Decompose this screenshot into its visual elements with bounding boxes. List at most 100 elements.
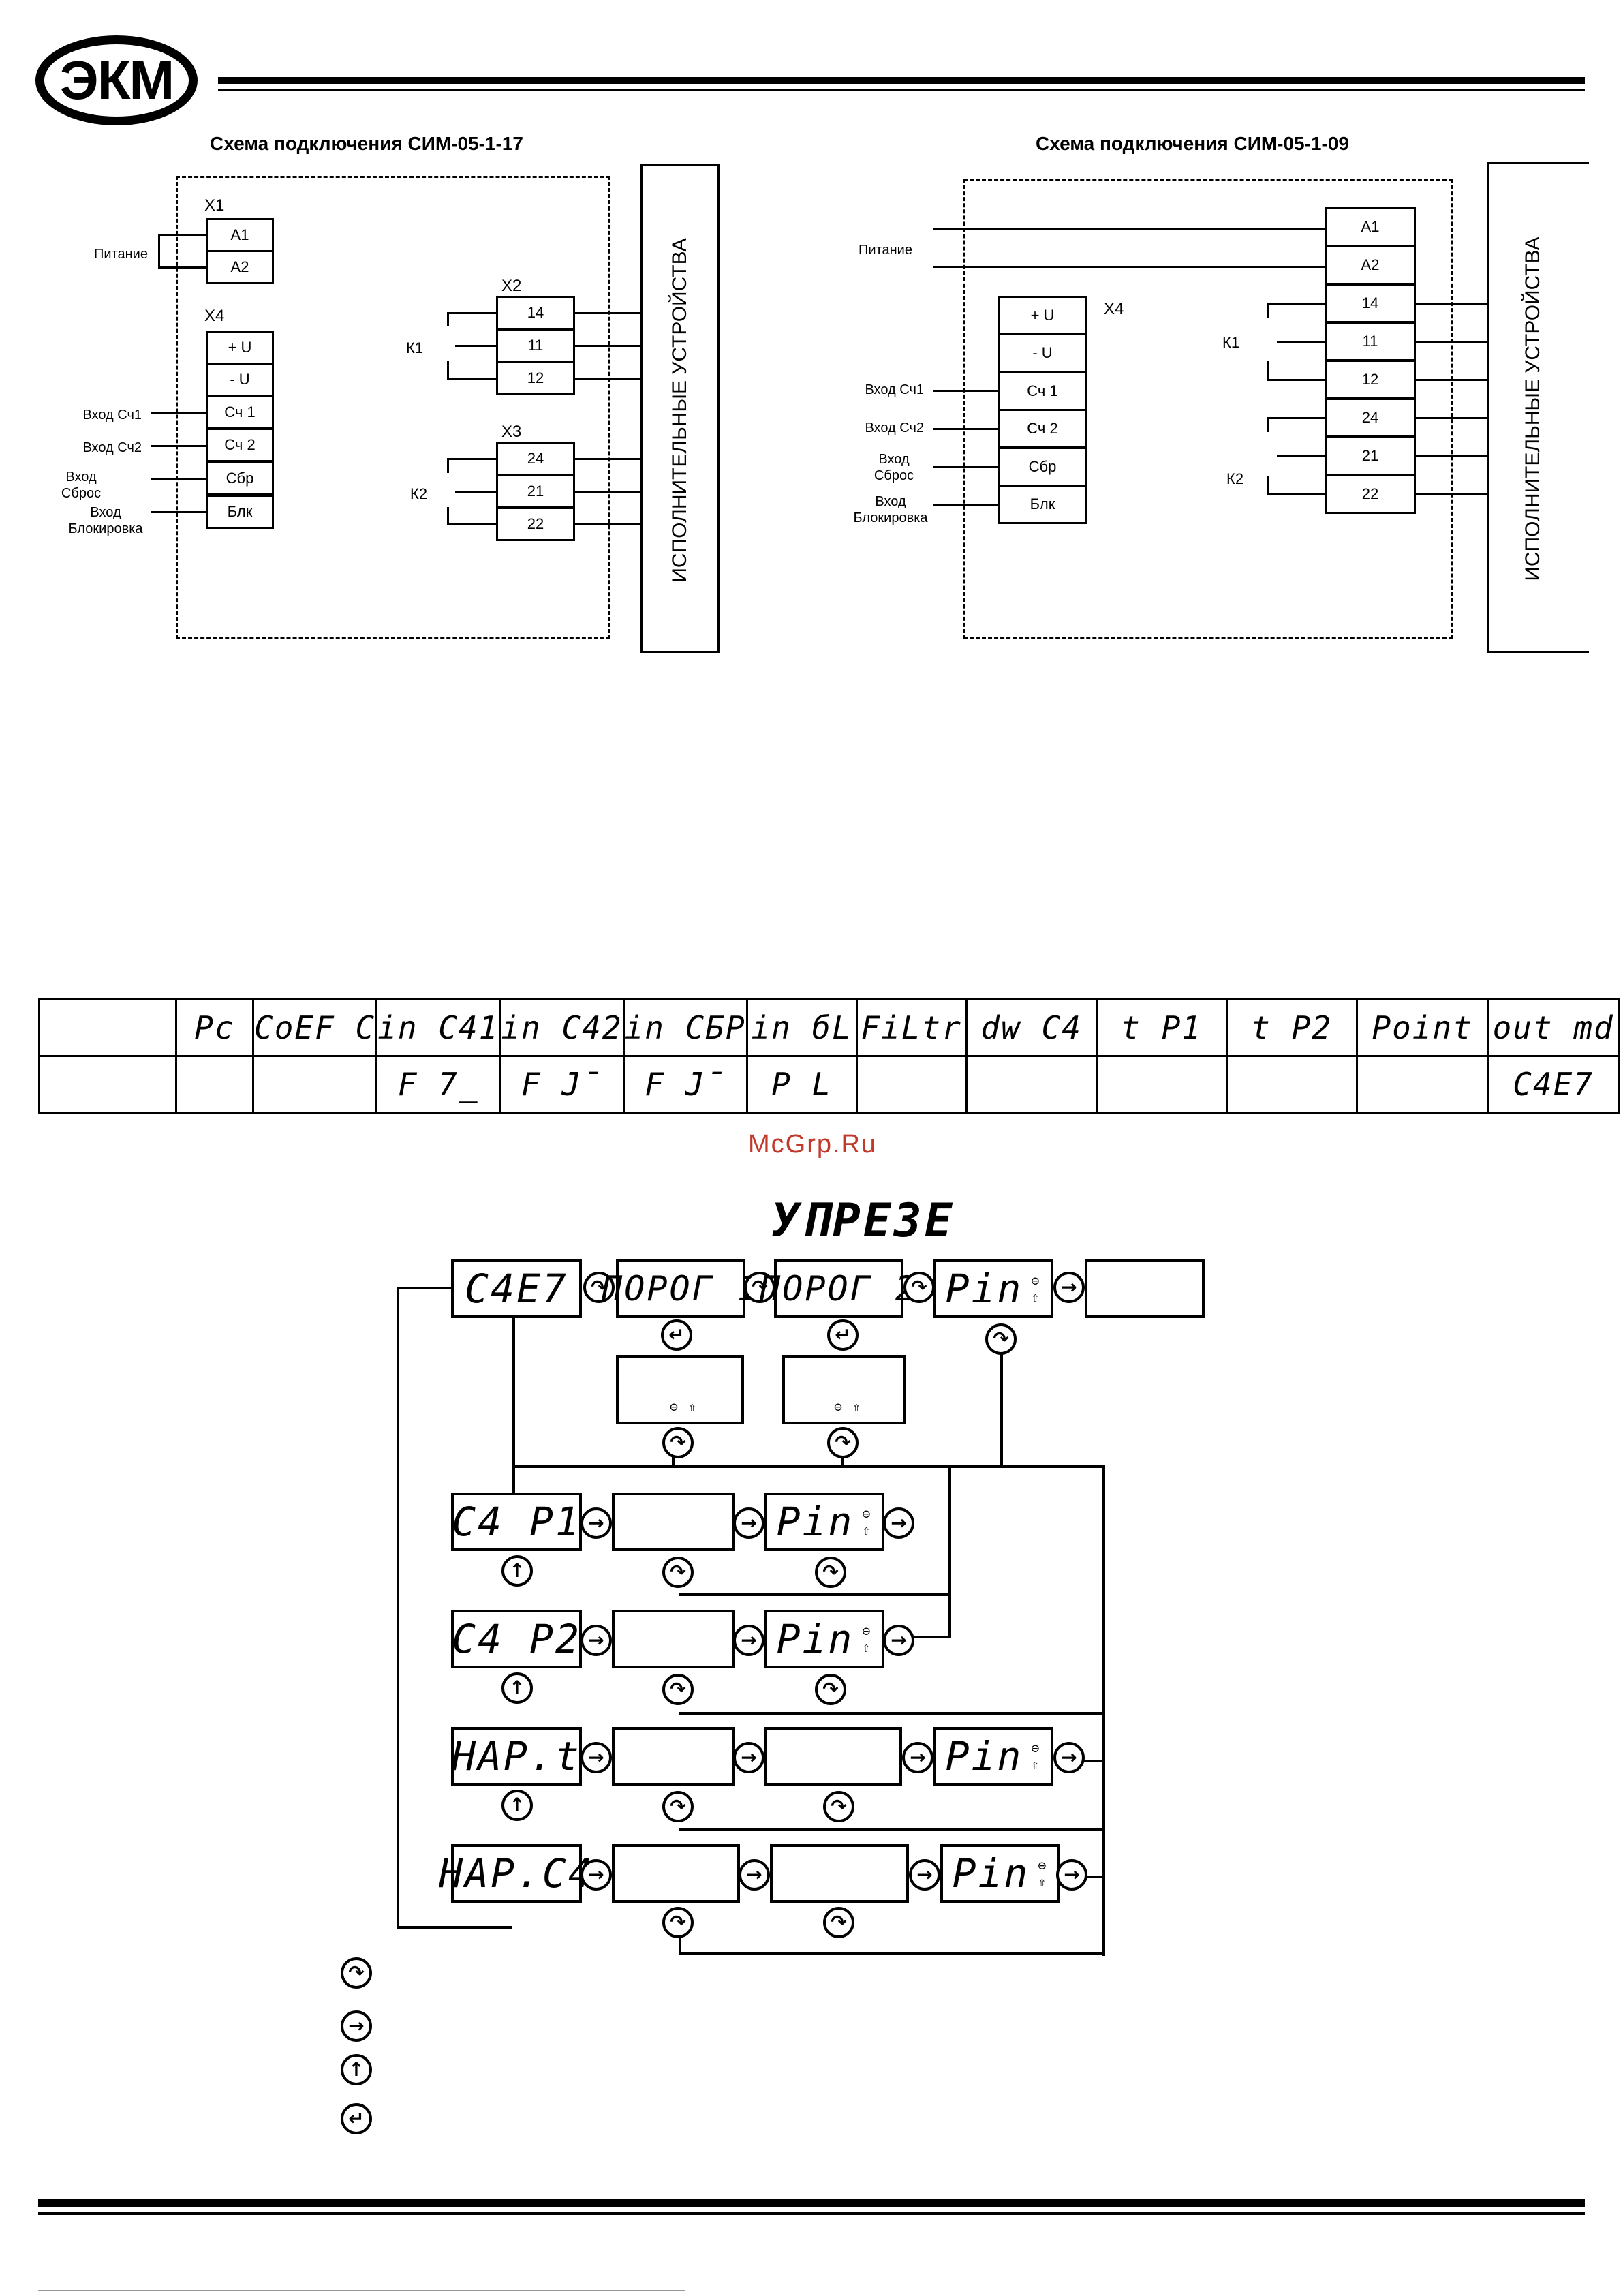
table-cell: in бL [745,998,858,1057]
table-row: F 7_ F J¯ F J¯ P L C4E7 [38,1055,1620,1114]
right-button-icon[interactable]: → [581,1625,612,1656]
right-button-icon[interactable]: → [883,1507,914,1539]
display-pin: Pin⊖⇧ [940,1844,1060,1903]
input-label: Вход Сч2 [82,440,142,455]
right-button-icon[interactable]: → [739,1859,770,1891]
table-cell: t P2 [1225,998,1358,1057]
pin-text: Pin [945,1266,1023,1312]
wire [933,390,998,392]
wire [1267,476,1269,495]
scroll-button-icon[interactable]: ↷ [662,1791,694,1822]
up-button-icon[interactable]: ↑ [501,1672,533,1704]
wire [151,478,206,480]
flow-line [679,1952,1104,1955]
wire [575,378,640,380]
enter-right-button-icon[interactable]: → [1053,1272,1085,1303]
scroll-button-icon[interactable]: ↷ [815,1674,846,1705]
up-button-icon[interactable]: ↑ [501,1555,533,1587]
input-label: Вход Сч1 [82,408,142,423]
right-button-icon[interactable]: → [909,1859,940,1891]
flow-line [512,1465,1104,1468]
minus-icon: ⊖ [1031,1740,1042,1756]
scroll-button-icon[interactable]: ↷ [583,1272,615,1303]
right-button-icon[interactable]: → [1056,1859,1087,1891]
table-cell: out md [1487,998,1620,1057]
table-cell: in C41 [375,998,501,1057]
wire [455,491,496,493]
right-k1-label: К1 [1222,334,1240,351]
right-input-label: Вход Сброс [874,452,914,483]
right-x4-term: + U [998,296,1087,335]
right-button-icon[interactable]: → [581,1507,612,1539]
k1-label: К1 [406,339,424,356]
table-cell: Point [1355,998,1489,1057]
up-button-icon[interactable]: ↑ [501,1790,533,1821]
scroll-button-icon[interactable]: ↷ [823,1791,854,1822]
pin-text: Pin [776,1499,854,1545]
right-button-icon[interactable]: → [581,1859,612,1891]
wire [1267,303,1325,305]
right-button-icon[interactable]: → [581,1742,612,1773]
table-cell [38,998,177,1057]
scroll-button-icon[interactable]: ↷ [662,1557,694,1588]
k2-label: К2 [410,485,428,502]
minus-icon: ⊖ [862,1623,873,1639]
right-button-icon[interactable]: → [883,1625,914,1656]
scroll-button-icon[interactable]: ↷ [662,1674,694,1705]
minus-icon: ⊖ [1038,1857,1049,1873]
wire [1416,303,1487,305]
right-x4-term: - U [998,333,1087,373]
company-logo: ЭКМ [35,35,198,125]
footer-rule [38,2199,1585,2207]
pin-indicators: ⊖⇧ [862,1505,872,1538]
wire [151,445,206,447]
value-display [770,1844,909,1903]
table-cell: in CБP [622,998,748,1057]
scroll-button-icon[interactable]: ↷ [662,1907,694,1938]
up-icon: ⇧ [862,1639,873,1655]
value-display [612,1493,735,1551]
wire [158,266,206,269]
right-x4-term: Сч 2 [998,409,1087,448]
minus-icon: ⊖ [669,1398,680,1415]
flow-line [397,1926,512,1929]
scroll-button-icon[interactable]: ↷ [815,1557,846,1588]
left-devices-box [640,164,720,653]
table-cell: dw C4 [965,998,1098,1057]
right-button-icon[interactable]: → [733,1625,764,1656]
flow-line [672,1452,675,1467]
flow-line [841,1452,844,1467]
pin-indicators: ⊖⇧ [1031,1272,1041,1305]
scroll-button-icon[interactable]: ↷ [823,1907,854,1938]
x4-term: - U [206,363,274,397]
right-power-label: Питание [859,243,912,258]
right-term: A1 [1325,207,1416,247]
wire [1416,493,1487,495]
scroll-button-icon[interactable]: ↷ [903,1272,935,1303]
scroll-button-icon[interactable]: ↷ [827,1427,859,1458]
pin-text: Pin [776,1616,854,1662]
table-cell [855,1055,968,1114]
wire [933,504,998,506]
value-display [612,1610,735,1668]
enter-button-icon[interactable]: ↵ [661,1319,692,1351]
flow-line [512,1317,515,1494]
footer-rule-thin [38,2212,1585,2215]
table-cell [1355,1055,1489,1114]
wire [455,345,496,347]
scroll-button-icon[interactable]: ↷ [662,1427,694,1458]
right-term: 14 [1325,284,1416,323]
scroll-button-icon[interactable]: ↷ [985,1323,1017,1355]
right-button-icon[interactable]: → [902,1742,933,1773]
x4-label: X4 [204,307,225,325]
right-input-label: Вход Сч2 [865,420,924,435]
right-button-icon[interactable]: → [733,1742,764,1773]
enter-button-icon[interactable]: ↵ [827,1319,859,1351]
threshold-1-value-display: ⊖⇧ [616,1355,744,1424]
right-button-icon[interactable]: → [1053,1742,1085,1773]
right-x4-label: X4 [1104,300,1124,318]
wire [1416,417,1487,419]
right-button-icon[interactable]: → [733,1507,764,1539]
x3-term: 21 [496,474,575,508]
left-power-label: Питание [94,247,148,262]
